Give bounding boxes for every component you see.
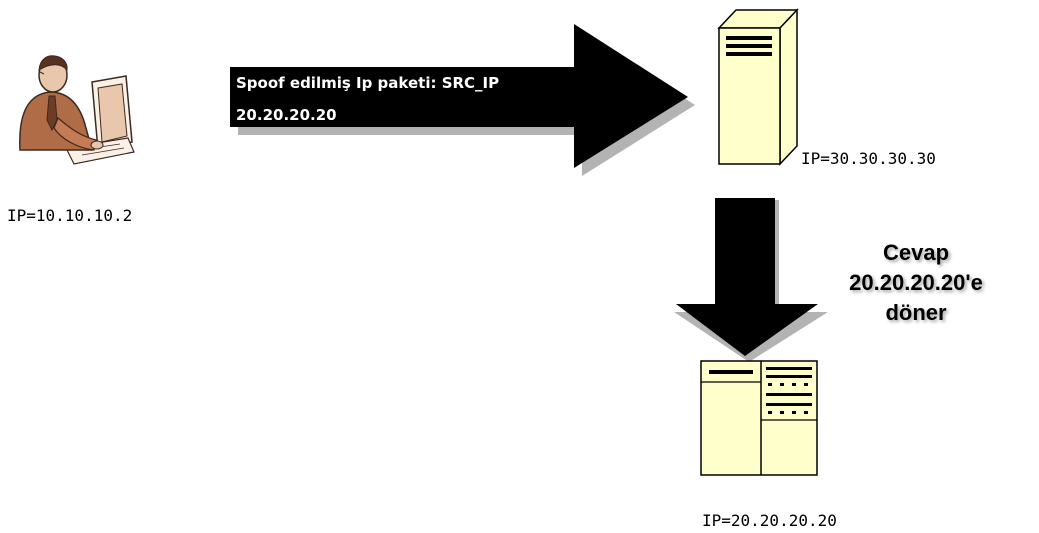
server-rack-icon	[700, 360, 818, 476]
victim-ip-label: IP=20.20.20.20	[702, 511, 837, 530]
reply-arrow	[674, 198, 828, 362]
reply-text-line3: döner	[885, 300, 947, 325]
spoof-arrow	[230, 24, 695, 176]
spoof-arrow-text-line1: Spoof edilmiş Ip paketi: SRC_IP	[236, 74, 500, 92]
reply-text: Cevap 20.20.20.20'e döner	[846, 238, 986, 328]
tower-server-icon	[717, 8, 799, 166]
reply-text-line1: Cevap	[882, 240, 950, 265]
person-at-computer-icon	[19, 55, 135, 165]
reply-text-line2: 20.20.20.20'e	[849, 270, 983, 295]
target-ip-label: IP=30.30.30.30	[801, 149, 936, 168]
attacker-ip-label: IP=10.10.10.2	[7, 206, 133, 225]
spoof-arrow-text-line2: 20.20.20.20	[236, 106, 337, 124]
